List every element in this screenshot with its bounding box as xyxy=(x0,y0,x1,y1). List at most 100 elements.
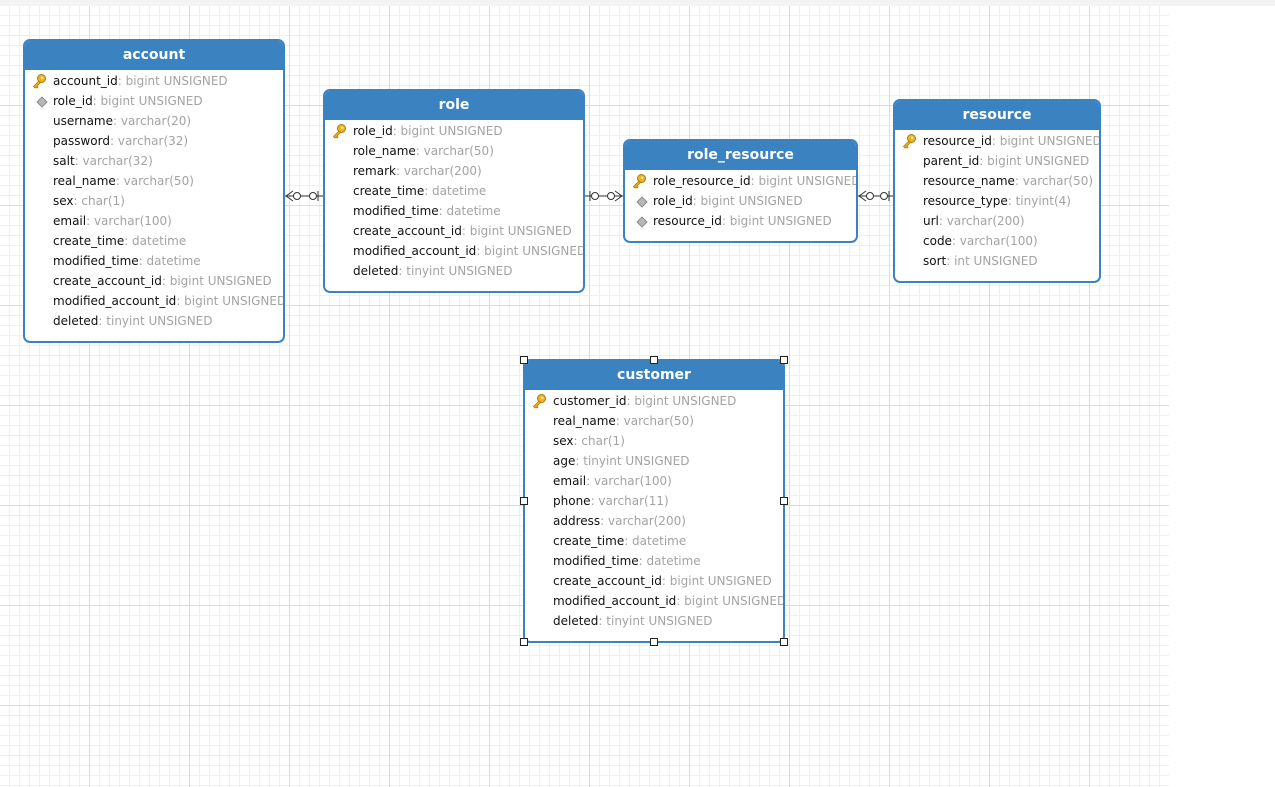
field-row[interactable]: url: varchar(200) xyxy=(895,211,1099,231)
field-name-text: real_name xyxy=(553,414,616,428)
field-row[interactable]: modified_time: datetime xyxy=(325,201,583,221)
field-row[interactable]: create_account_id: bigint UNSIGNED xyxy=(325,221,583,241)
field-row[interactable]: role_name: varchar(50) xyxy=(325,141,583,161)
field-row[interactable]: modified_time: datetime xyxy=(525,551,783,571)
resize-handle-nw[interactable] xyxy=(520,356,528,364)
field-type: : varchar(200) xyxy=(395,164,482,178)
field-type: : varchar(32) xyxy=(74,154,153,168)
table-header[interactable]: role_resource xyxy=(625,141,856,170)
resize-handle-sw[interactable] xyxy=(520,638,528,646)
field-type: : varchar(200) xyxy=(600,514,686,528)
field-name: modified_time: datetime xyxy=(553,551,701,571)
field-name-text: age xyxy=(553,454,576,468)
field-row[interactable]: modified_account_id: bigint UNSIGNED xyxy=(25,291,283,311)
field-type: : datetime xyxy=(424,184,487,198)
field-name-text: create_account_id xyxy=(53,274,162,288)
table-header[interactable]: role xyxy=(325,91,583,120)
field-row[interactable]: create_account_id: bigint UNSIGNED xyxy=(525,571,783,591)
field-name: modified_time: datetime xyxy=(353,201,501,221)
table-header[interactable]: resource xyxy=(895,101,1099,130)
resize-handle-e[interactable] xyxy=(780,497,788,505)
field-row[interactable]: password: varchar(32) xyxy=(25,131,283,151)
field-row[interactable]: create_time: datetime xyxy=(25,231,283,251)
field-row[interactable]: modified_account_id: bigint UNSIGNED xyxy=(525,591,783,611)
field-row[interactable]: customer_id: bigint UNSIGNED xyxy=(525,391,783,411)
field-row[interactable]: sort: int UNSIGNED xyxy=(895,251,1099,271)
field-type: : bigint UNSIGNED xyxy=(117,74,228,88)
field-name: salt: varchar(32) xyxy=(53,151,153,171)
field-type: : bigint UNSIGNED xyxy=(161,274,272,288)
field-type: : datetime xyxy=(638,554,701,568)
field-row[interactable]: modified_time: datetime xyxy=(25,251,283,271)
field-row[interactable]: resource_type: tinyint(4) xyxy=(895,191,1099,211)
field-name-text: deleted xyxy=(53,314,99,328)
field-row[interactable]: deleted: tinyint UNSIGNED xyxy=(25,311,283,331)
field-row[interactable]: username: varchar(20) xyxy=(25,111,283,131)
field-row[interactable]: email: varchar(100) xyxy=(25,211,283,231)
field-row[interactable]: create_time: datetime xyxy=(525,531,783,551)
resize-handle-ne[interactable] xyxy=(780,356,788,364)
field-name: create_account_id: bigint UNSIGNED xyxy=(53,271,272,291)
field-name: url: varchar(200) xyxy=(923,211,1025,231)
field-row[interactable]: resource_name: varchar(50) xyxy=(895,171,1099,191)
field-name-text: email xyxy=(53,214,87,228)
field-name-text: deleted xyxy=(353,264,399,278)
field-row[interactable]: sex: char(1) xyxy=(25,191,283,211)
field-type: : tinyint UNSIGNED xyxy=(575,454,690,468)
resize-handle-n[interactable] xyxy=(650,356,658,364)
table-header[interactable]: customer xyxy=(525,361,783,390)
field-name: modified_account_id: bigint UNSIGNED xyxy=(553,591,783,611)
field-name: modified_time: datetime xyxy=(53,251,201,271)
field-row[interactable]: role_resource_id: bigint UNSIGNED xyxy=(625,171,856,191)
field-name: phone: varchar(11) xyxy=(553,491,669,511)
field-type: : varchar(11) xyxy=(590,494,669,508)
field-type: : bigint UNSIGNED xyxy=(176,294,285,308)
table-header[interactable]: account xyxy=(25,41,283,70)
field-row[interactable]: remark: varchar(200) xyxy=(325,161,583,181)
resize-handle-s[interactable] xyxy=(650,638,658,646)
field-row[interactable]: salt: varchar(32) xyxy=(25,151,283,171)
field-name-text: create_time xyxy=(53,234,125,248)
field-row[interactable]: email: varchar(100) xyxy=(525,471,783,491)
field-row[interactable]: phone: varchar(11) xyxy=(525,491,783,511)
field-name-text: modified_account_id xyxy=(353,244,477,258)
field-name-text: role_resource_id xyxy=(653,174,751,188)
field-name-text: modified_account_id xyxy=(53,294,177,308)
field-type: : varchar(50) xyxy=(115,174,194,188)
field-row[interactable]: age: tinyint UNSIGNED xyxy=(525,451,783,471)
field-row[interactable]: account_id: bigint UNSIGNED xyxy=(25,71,283,91)
field-type: : bigint UNSIGNED xyxy=(461,224,572,238)
field-row[interactable]: deleted: tinyint UNSIGNED xyxy=(525,611,783,631)
field-row[interactable]: resource_id: bigint UNSIGNED xyxy=(895,131,1099,151)
field-name-text: account_id xyxy=(53,74,118,88)
field-name: real_name: varchar(50) xyxy=(553,411,694,431)
field-row[interactable]: create_account_id: bigint UNSIGNED xyxy=(25,271,283,291)
field-row[interactable]: role_id: bigint UNSIGNED xyxy=(325,121,583,141)
field-name: resource_id: bigint UNSIGNED xyxy=(923,131,1099,151)
field-row[interactable]: parent_id: bigint UNSIGNED xyxy=(895,151,1099,171)
field-row[interactable]: role_id: bigint UNSIGNED xyxy=(625,191,856,211)
field-row[interactable]: code: varchar(100) xyxy=(895,231,1099,251)
field-type: : varchar(50) xyxy=(1014,174,1094,188)
resize-handle-se[interactable] xyxy=(780,638,788,646)
field-row[interactable]: deleted: tinyint UNSIGNED xyxy=(325,261,583,281)
field-name: age: tinyint UNSIGNED xyxy=(553,451,689,471)
field-row[interactable]: role_id: bigint UNSIGNED xyxy=(25,91,283,111)
field-row[interactable]: modified_account_id: bigint UNSIGNED xyxy=(325,241,583,261)
field-type: : int UNSIGNED xyxy=(946,254,1038,268)
field-row[interactable]: address: varchar(200) xyxy=(525,511,783,531)
field-row[interactable]: resource_id: bigint UNSIGNED xyxy=(625,211,856,231)
field-row[interactable]: real_name: varchar(50) xyxy=(525,411,783,431)
field-row[interactable]: sex: char(1) xyxy=(525,431,783,451)
key-icon xyxy=(631,173,647,189)
field-row[interactable]: real_name: varchar(50) xyxy=(25,171,283,191)
field-row[interactable]: create_time: datetime xyxy=(325,181,583,201)
resize-handle-w[interactable] xyxy=(520,497,528,505)
field-type: : bigint UNSIGNED xyxy=(92,94,203,108)
field-name: email: varchar(100) xyxy=(53,211,172,231)
